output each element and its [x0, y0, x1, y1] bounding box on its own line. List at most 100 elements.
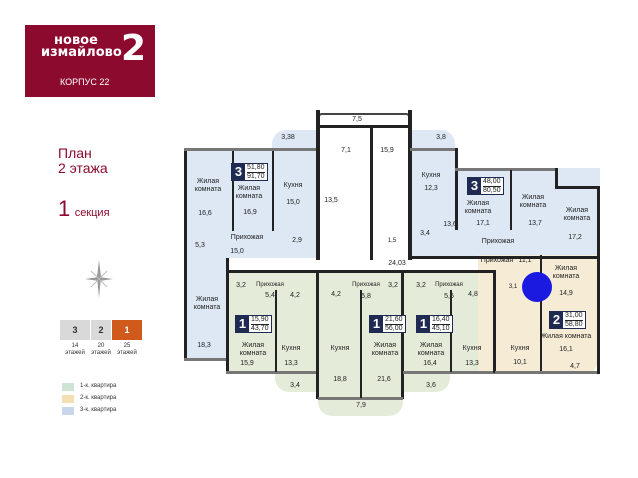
room-area: 17,2 — [568, 234, 582, 241]
room-area: 2,9 — [292, 237, 302, 244]
room-area: 15,9 — [380, 147, 394, 154]
room-area: 4,7 — [570, 363, 580, 370]
room-area: 4,8 — [468, 291, 478, 298]
room-area: 1,5 — [387, 238, 397, 244]
room-area: 4,2 — [331, 291, 341, 298]
section-2[interactable]: 2 — [91, 320, 111, 340]
section-3[interactable]: 3 — [60, 320, 90, 340]
room-area: 3,4 — [290, 382, 300, 389]
logo-number: 2 — [121, 28, 147, 69]
compass-icon — [85, 260, 113, 298]
room-label: Прихожая — [256, 282, 284, 288]
legend-label-3: 3-к. квартира — [80, 407, 117, 413]
legend-label-1: 1-к. квартира — [80, 383, 117, 389]
room-area: 13,7 — [528, 220, 542, 227]
room-area: 16,1 — [559, 346, 573, 353]
room-area: 5,3 — [195, 242, 205, 249]
room-area: 11,1 — [518, 257, 532, 264]
legend-swatch-1 — [62, 383, 74, 391]
room-area: 14,9 — [559, 290, 573, 297]
room-label: Жилая комната — [540, 333, 592, 340]
room-area: 3,4 — [420, 230, 430, 237]
room-area: 7,1 — [341, 147, 351, 154]
room-label: Прихожая — [481, 238, 515, 245]
korpus-label: КОРПУС 22 — [60, 77, 110, 87]
room-label: Кухня — [281, 345, 301, 352]
balcony — [275, 372, 318, 392]
room-label: Кухня — [421, 172, 441, 179]
apartment-3-right-body — [410, 168, 600, 258]
room-area: 12,3 — [424, 185, 438, 192]
legend-swatch-3 — [62, 407, 74, 415]
room-label: Прихожая — [352, 282, 380, 288]
room-area: 15,0 — [286, 199, 300, 206]
room-area: 13,3 — [284, 360, 298, 367]
balcony — [403, 372, 450, 392]
room-area: 5,6 — [444, 293, 454, 300]
room-area: 3,6 — [426, 382, 436, 389]
legend-swatch-2 — [62, 395, 74, 403]
room-area: 4,2 — [290, 292, 300, 299]
room-label: Кухня — [510, 345, 530, 352]
room-area: 18,8 — [333, 376, 347, 383]
room-area: 3,2 — [236, 282, 246, 289]
room-label: Кухня — [330, 345, 350, 352]
room-area: 16,6 — [198, 210, 212, 217]
balcony — [318, 398, 403, 416]
room-area: 3,1 — [508, 284, 518, 290]
room-area: 7,9 — [356, 402, 366, 409]
room-area: 7,5 — [352, 116, 362, 123]
room-area: 3,38 — [281, 134, 295, 141]
room-area: 13,6 — [443, 221, 457, 228]
room-label: Кухня — [283, 182, 303, 189]
section-1[interactable]: 1 — [112, 320, 142, 340]
room-area: 3,2 — [416, 282, 426, 289]
room-area: 15,0 — [230, 248, 244, 255]
balcony — [540, 358, 597, 374]
room-area: 15,9 — [240, 360, 254, 367]
room-area: 13,5 — [324, 197, 338, 204]
room-area: 16,4 — [423, 360, 437, 367]
room-label: Прихожая — [480, 257, 514, 264]
legend-label-2: 2-к. квартира — [80, 395, 117, 401]
room-area: 10,1 — [513, 359, 527, 366]
room-area: 5,8 — [361, 293, 371, 300]
balcony — [272, 130, 318, 148]
room-label: Кухня — [462, 345, 482, 352]
room-area: 5,4 — [265, 292, 275, 299]
room-area: 18,3 — [197, 342, 211, 349]
room-area: 3,8 — [436, 134, 446, 141]
section-title: 1 секция — [58, 196, 110, 221]
room-area: 17,1 — [476, 220, 490, 227]
room-label: Прихожая — [230, 234, 264, 241]
room-area: 16,9 — [243, 209, 257, 216]
corridor-area: 24,03 — [388, 260, 406, 267]
room-area: 13,3 — [465, 360, 479, 367]
location-marker[interactable] — [522, 272, 552, 302]
room-label: Прихожая — [435, 282, 463, 288]
apartment-3-left-room — [184, 258, 228, 358]
room-area: 21,6 — [377, 376, 391, 383]
